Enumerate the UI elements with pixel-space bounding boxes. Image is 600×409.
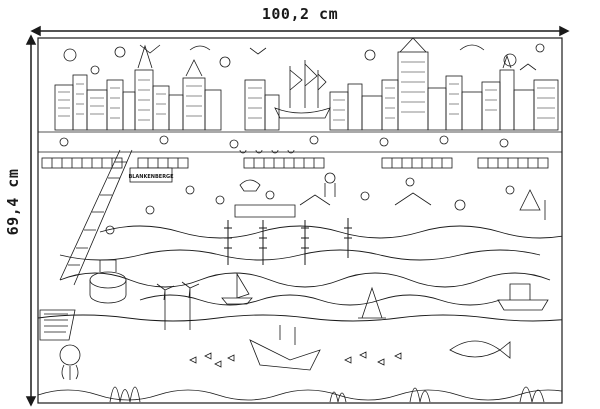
city-skyline: [54, 38, 559, 131]
blankenberge-sign-board: [129, 167, 173, 183]
beach-scene: [105, 172, 546, 235]
poster-frame: [37, 37, 563, 404]
round-fort: [89, 259, 127, 304]
tall-sailing-ship: [274, 60, 331, 119]
promenade: [38, 131, 562, 154]
width-dimension-arrow: [30, 25, 570, 37]
left-pier: [59, 149, 133, 286]
sail-boats: [221, 272, 549, 319]
beach-cabins: [41, 157, 549, 169]
sky-doodles: [63, 43, 545, 75]
sea-waves: [38, 225, 562, 322]
wind-turbines: [156, 281, 200, 330]
underwater-scene: [38, 325, 562, 403]
container-ship: [39, 309, 76, 341]
blankenberge-sign: BLANKENBERGE: [128, 174, 174, 180]
width-dimension-label: 100,2 cm: [261, 5, 339, 23]
height-dimension-arrow: [25, 34, 37, 407]
building-windows: [58, 61, 555, 121]
